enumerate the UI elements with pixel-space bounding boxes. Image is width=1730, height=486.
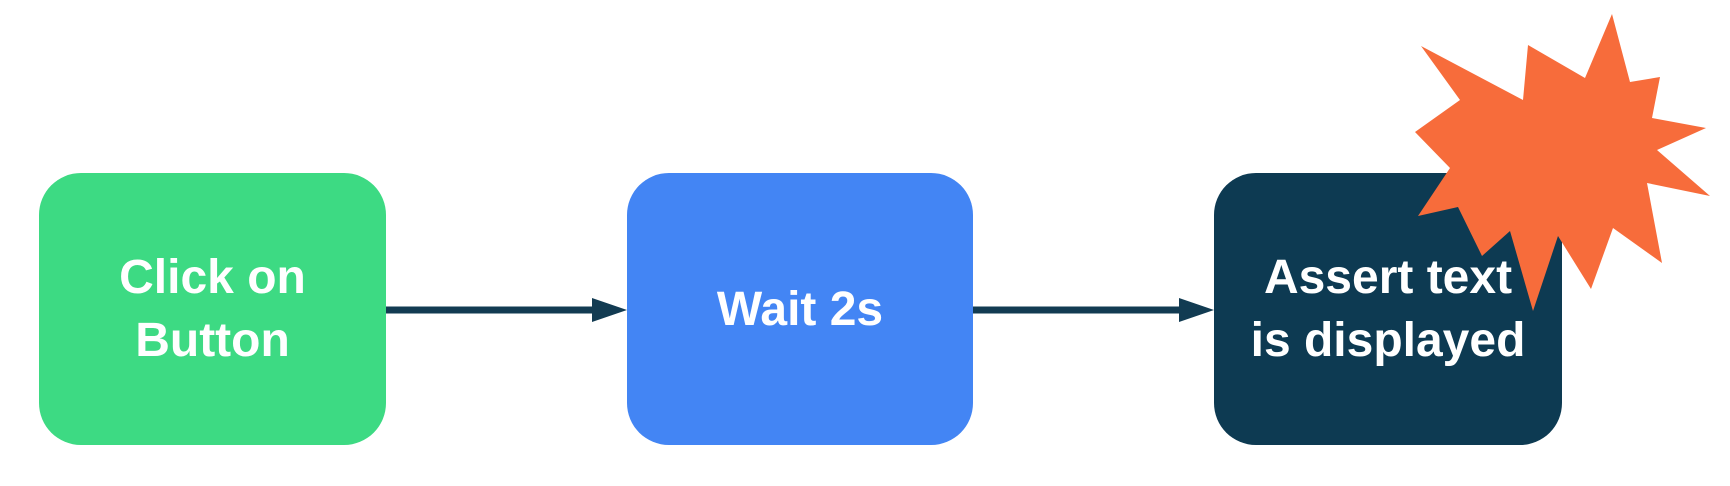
step-node-click-on-button: Click on Button [39,173,386,445]
arrow-connector-2 [973,298,1214,322]
step-label-line: is displayed [1250,314,1526,367]
step-label-line: Wait 2s [716,282,884,336]
step-node-wait-2s: Wait 2s [627,173,973,445]
step-label-line: Assert text [1263,251,1513,304]
step-label-line: Button [135,314,290,367]
arrowhead-icon [1179,298,1214,322]
step-node-assert-text-displayed: Assert text is displayed [1214,173,1562,445]
arrow-connector-1 [386,298,627,322]
step-label-line: Click on [119,251,306,304]
arrowhead-icon [592,298,627,322]
